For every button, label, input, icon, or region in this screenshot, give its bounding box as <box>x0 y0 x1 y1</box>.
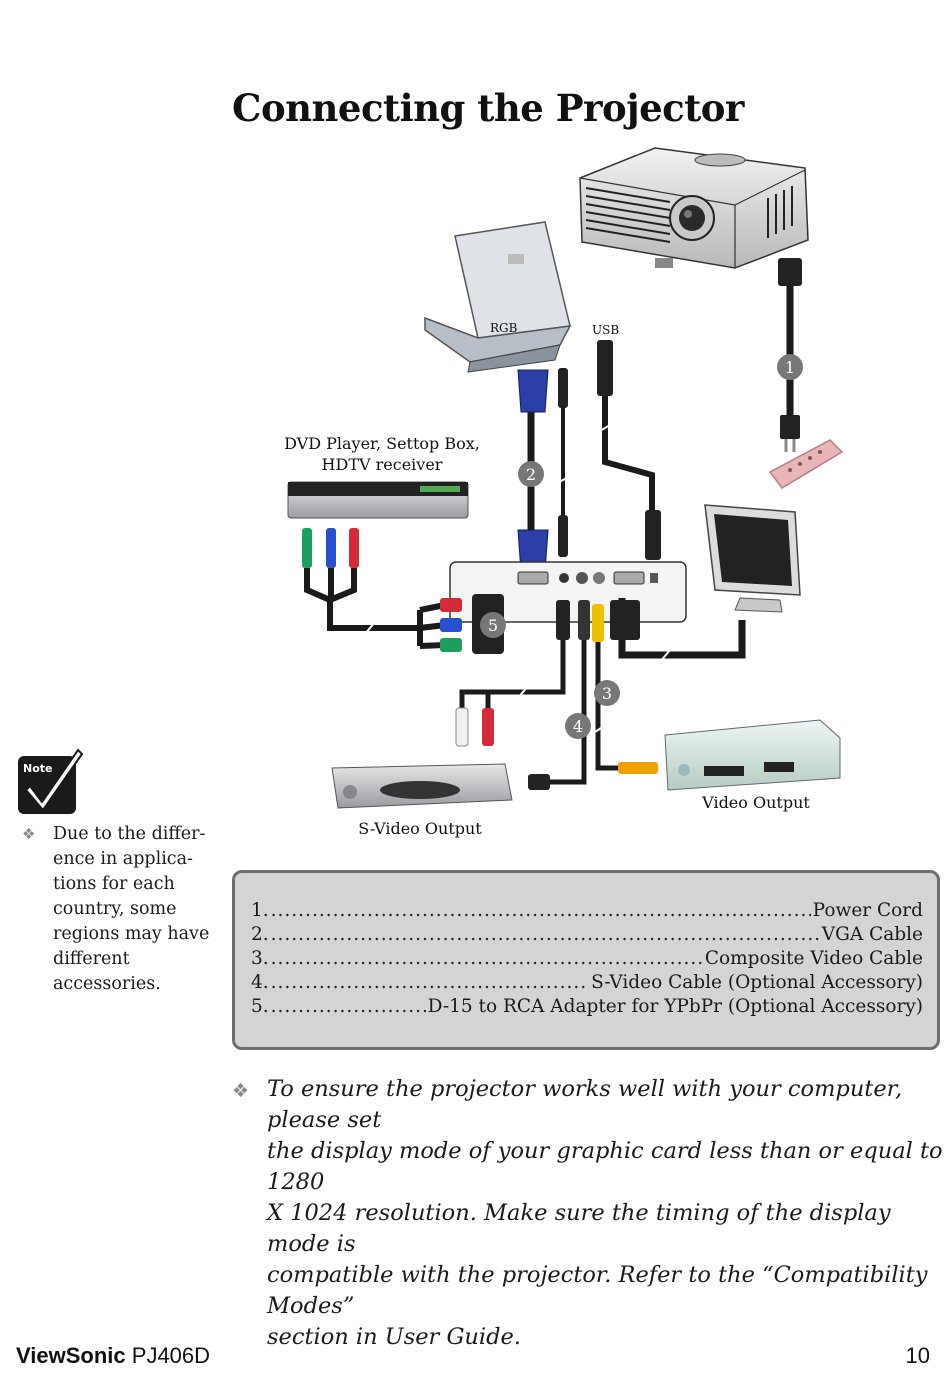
model-name: PJ406D <box>131 1343 211 1368</box>
callout-3-label: 3 <box>602 684 612 703</box>
note-line: different <box>53 949 130 969</box>
video-output-label: Video Output <box>701 793 810 812</box>
tip-line: To ensure the projector works well with … <box>267 1076 903 1133</box>
tip-line: section in User Guide. <box>267 1324 521 1350</box>
tip-line: compatible with the projector. Refer to … <box>267 1262 928 1319</box>
power-strip-icon <box>768 439 844 489</box>
note-icon: Note <box>18 748 86 816</box>
tip-line: X 1024 resolution. Make sure the timing … <box>267 1200 891 1257</box>
dvd-player-icon <box>287 481 469 519</box>
laptop-icon <box>424 221 572 373</box>
callout-5: 5 <box>480 612 506 638</box>
callout-4: 4 <box>565 713 591 739</box>
footer-brand: ViewSonic PJ406D <box>16 1343 210 1369</box>
legend-item: 2.......................................… <box>251 924 923 945</box>
svideo-vcr-icon <box>331 763 513 809</box>
note-line: tions for each <box>53 874 175 894</box>
callout-1-label: 1 <box>785 358 795 377</box>
usb-label: USB <box>592 323 619 337</box>
av-cables <box>455 600 658 790</box>
note-line: ence in applica- <box>53 849 193 869</box>
power-cord <box>778 258 802 452</box>
rgb-label: RGB <box>490 321 518 335</box>
page-title: Connecting the Projector <box>232 86 744 130</box>
usb-cable <box>597 340 661 560</box>
monitor-icon <box>610 504 801 663</box>
tip-paragraph: ❖ To ensure the projector works well wit… <box>232 1074 944 1353</box>
callout-1: 1 <box>777 354 803 380</box>
projector-icon <box>579 147 809 269</box>
diamond-bullet-icon: ❖ <box>232 1080 250 1102</box>
video-vcr-icon <box>664 719 841 791</box>
diamond-bullet-icon: ❖ <box>22 825 36 843</box>
svideo-output-label: S-Video Output <box>358 819 482 838</box>
note-line: Due to the differ- <box>53 824 206 844</box>
dvd-label-line1: DVD Player, Settop Box, <box>284 434 480 453</box>
legend-item: 5.......................................… <box>251 996 923 1017</box>
legend-item: 3.......................................… <box>251 948 923 969</box>
callout-3: 3 <box>594 680 620 706</box>
note-line: regions may have <box>53 924 210 944</box>
note-sidebar: ❖ Due to the differ- ence in applica- ti… <box>18 822 223 997</box>
note-line: country, some <box>53 899 177 919</box>
cable-legend: 1.......................................… <box>232 870 940 1050</box>
page-number: 10 <box>905 1343 930 1368</box>
callout-4-label: 4 <box>573 717 583 736</box>
note-line: accessories. <box>53 974 161 994</box>
dvd-label-line2: HDTV receiver <box>322 455 443 474</box>
note-icon-label: Note <box>23 762 52 775</box>
callout-2: 2 <box>518 461 544 487</box>
legend-item: 4.......................................… <box>251 972 923 993</box>
callout-5-label: 5 <box>488 616 498 635</box>
legend-item: 1.......................................… <box>251 900 923 921</box>
tip-line: the display mode of your graphic card le… <box>267 1138 943 1195</box>
callout-2-label: 2 <box>526 465 536 484</box>
brand-name: ViewSonic <box>16 1343 126 1368</box>
connection-diagram: 1 2 3 4 5 RGB USB DVD Player, Settop Box… <box>284 147 844 838</box>
